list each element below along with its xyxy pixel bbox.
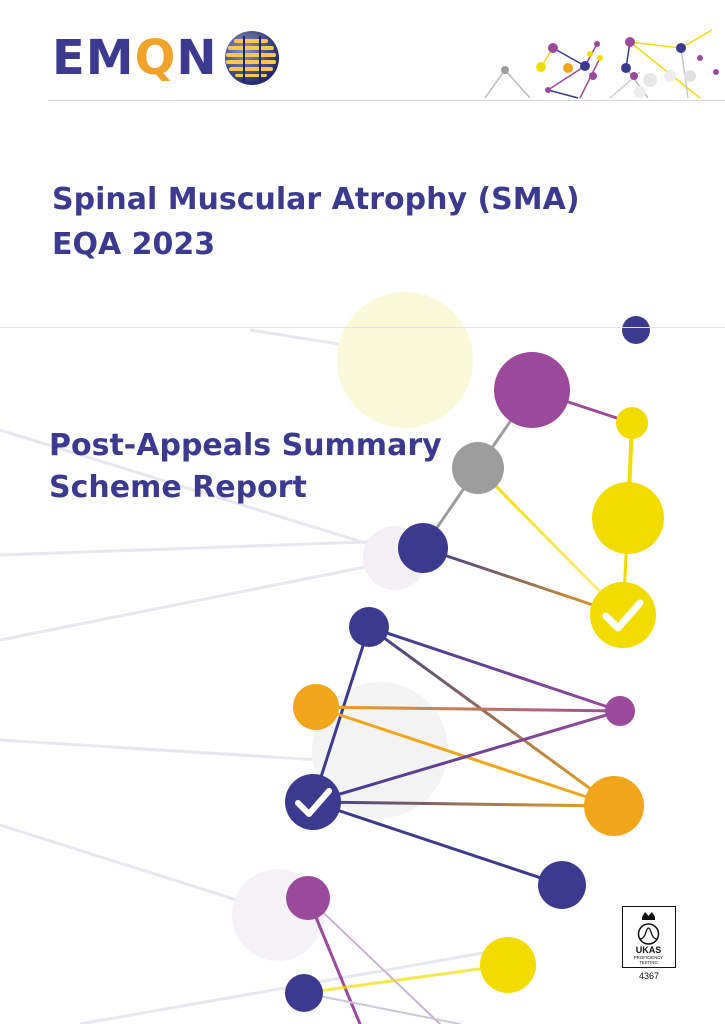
report-subtitle: Post-Appeals Summary Scheme Report (49, 425, 442, 509)
ukas-sub-2: TESTING (639, 960, 658, 965)
logo-letter-q: Q (134, 30, 177, 86)
document-title: Spinal Muscular Atrophy (SMA) EQA 2023 (52, 180, 580, 265)
globe-icon (224, 31, 279, 85)
nodes (285, 316, 664, 1012)
ukas-accreditation-mark: UKAS PROFICIENCY TESTING (622, 906, 676, 968)
title-line-2: EQA 2023 (52, 227, 216, 262)
emqn-logo: EMQN (52, 30, 282, 86)
check-icon (295, 788, 332, 817)
subtitle-line-2: Scheme Report (49, 470, 307, 505)
check-icon (602, 599, 644, 632)
subtitle-line-1: Post-Appeals Summary (49, 428, 442, 463)
logo-letter-n: N (176, 30, 218, 86)
header-molecule (484, 29, 713, 99)
header-divider (48, 100, 725, 101)
logo-wordmark: EMQN (52, 30, 218, 86)
logo-letter-m: M (85, 30, 135, 86)
header-molecule-nodes (501, 37, 719, 98)
ukas-label: UKAS (636, 945, 662, 955)
crown-icon: UKAS PROFICIENCY TESTING (634, 912, 663, 965)
ukas-number: 4367 (638, 971, 660, 981)
title-line-1: Spinal Muscular Atrophy (SMA) (52, 182, 580, 217)
title-divider (0, 327, 725, 328)
ukas-sub-1: PROFICIENCY (634, 955, 663, 960)
logo-letter-e: E (52, 30, 86, 86)
